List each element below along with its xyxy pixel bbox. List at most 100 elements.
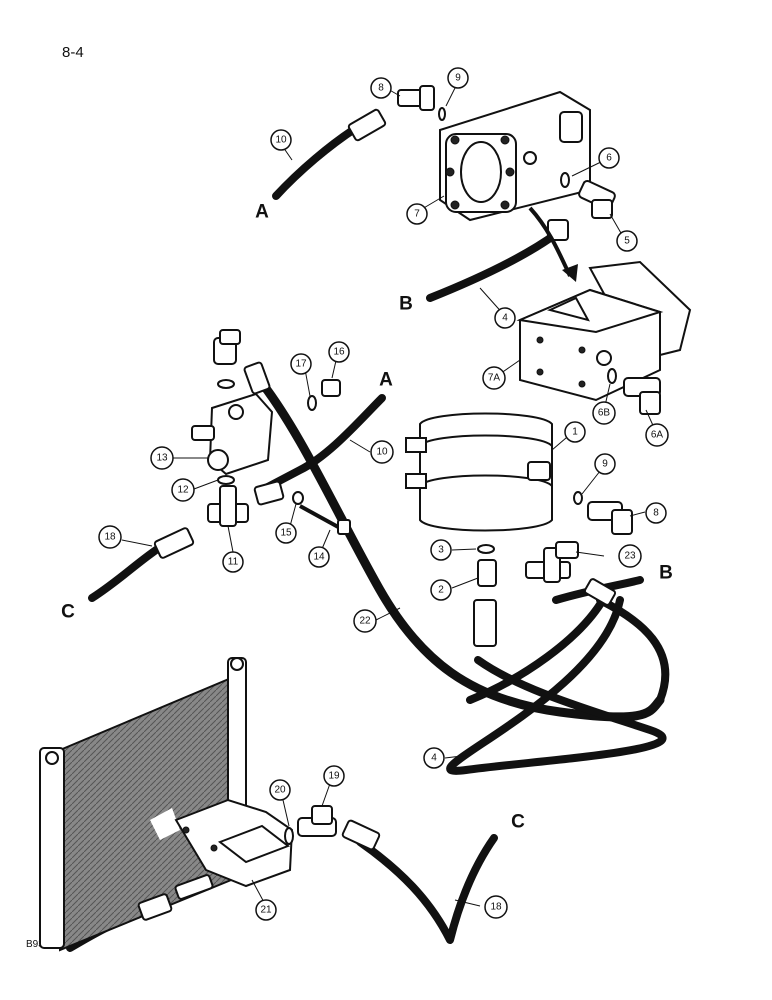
callout-7a: 7A [482, 366, 506, 390]
hose-end-22-top [243, 361, 271, 395]
hose-18-left [88, 542, 166, 602]
elbow-top-valve [213, 329, 241, 365]
svg-text:16: 16 [333, 347, 345, 358]
oring-9-top [438, 107, 446, 121]
svg-text:4: 4 [431, 753, 437, 764]
bolt-14 [299, 504, 351, 535]
callout-16: 16 [328, 341, 350, 363]
callout-5: 5 [616, 230, 638, 252]
svg-text:7A: 7A [488, 373, 501, 384]
elbow-5 [578, 179, 616, 219]
callout-4-top: 4 [494, 307, 516, 329]
washer-15 [292, 491, 304, 505]
hose-10-lower [258, 394, 386, 494]
connection-label-c-left: C [61, 602, 75, 623]
oring-12 [217, 475, 235, 485]
callout-18-bottom: 18 [484, 895, 508, 919]
svg-text:1: 1 [572, 427, 578, 438]
connection-label-c-bottom: C [511, 812, 525, 833]
callout-12: 12 [171, 478, 195, 502]
svg-text:13: 13 [156, 453, 168, 464]
mounting-band-1 [405, 412, 553, 532]
callout-20: 20 [269, 779, 291, 801]
callout-13: 13 [150, 446, 174, 470]
motor [174, 798, 294, 888]
oring-20 [284, 827, 294, 845]
elbow-8-mid [587, 501, 633, 535]
connection-label-a-mid: A [379, 370, 393, 391]
oring-17 [307, 395, 317, 411]
connection-label-a-top: A [255, 202, 269, 223]
hose-b-lower [466, 594, 608, 704]
svg-text:5: 5 [624, 236, 630, 247]
connection-label-b-top: B [399, 294, 413, 315]
svg-text:10: 10 [376, 447, 388, 458]
hose-end-10-mid [253, 480, 285, 506]
valve-13 [191, 392, 274, 476]
oring-9-mid [573, 491, 583, 505]
svg-text:18: 18 [104, 532, 116, 543]
hose-10-upper [272, 124, 360, 200]
svg-text:9: 9 [602, 459, 608, 470]
hose-end-radiator [137, 893, 173, 921]
svg-text:8: 8 [653, 508, 659, 519]
callout-22: 22 [353, 609, 377, 633]
callout-6b: 6B [592, 401, 616, 425]
oring-valve-top [217, 379, 235, 389]
callout-8-top: 8 [370, 77, 392, 99]
callout-21: 21 [255, 899, 277, 921]
adapter-2 [477, 559, 497, 587]
callout-23: 23 [618, 544, 642, 568]
callout-19: 19 [323, 765, 345, 787]
elbow-19 [297, 805, 337, 837]
svg-text:6A: 6A [651, 430, 664, 441]
callout-7: 7 [406, 203, 428, 225]
hose-18-bottom [356, 834, 498, 944]
callout-15: 15 [275, 522, 297, 544]
callout-11: 11 [222, 551, 244, 573]
svg-text:7: 7 [414, 209, 420, 220]
svg-text:23: 23 [624, 551, 636, 562]
callout-6: 6 [598, 147, 620, 169]
svg-text:10: 10 [275, 135, 287, 146]
oring-6b [607, 368, 617, 384]
hose-end-18-left [153, 527, 195, 559]
callout-18-left: 18 [98, 525, 122, 549]
svg-text:22: 22 [359, 616, 371, 627]
callout-17: 17 [290, 353, 312, 375]
hose-end-10-top [347, 108, 387, 142]
callout-3: 3 [430, 539, 452, 561]
svg-text:20: 20 [274, 785, 286, 796]
pump-7a [516, 260, 692, 402]
hose-4-upper [426, 230, 560, 302]
connection-label-b-mid: B [659, 563, 673, 584]
svg-text:17: 17 [295, 359, 307, 370]
hose-end-18-bottom [341, 819, 381, 851]
elbow-6a [623, 377, 661, 415]
svg-text:2: 2 [438, 585, 444, 596]
oring-3 [477, 544, 495, 554]
arrow-7-to-7a [528, 206, 578, 282]
svg-text:4: 4 [502, 313, 508, 324]
svg-text:15: 15 [280, 528, 292, 539]
svg-text:18: 18 [490, 902, 502, 913]
callout-14: 14 [308, 546, 330, 568]
callout-2: 2 [430, 579, 452, 601]
plug-16 [321, 379, 341, 397]
hose-end-b-lower [583, 578, 617, 606]
callout-9-mid: 9 [594, 453, 616, 475]
callout-1: 1 [564, 421, 586, 443]
svg-text:19: 19 [328, 771, 340, 782]
svg-text:9: 9 [455, 73, 461, 84]
svg-text:3: 3 [438, 545, 444, 556]
svg-text:11: 11 [228, 557, 239, 568]
svg-text:21: 21 [260, 905, 272, 916]
svg-text:8: 8 [378, 83, 384, 94]
pump-7 [439, 90, 591, 222]
svg-text:12: 12 [177, 485, 189, 496]
oring-6 [560, 172, 570, 188]
tee-11 [207, 485, 249, 527]
page-number: 8-4 [62, 44, 84, 61]
svg-text:6: 6 [606, 153, 612, 164]
